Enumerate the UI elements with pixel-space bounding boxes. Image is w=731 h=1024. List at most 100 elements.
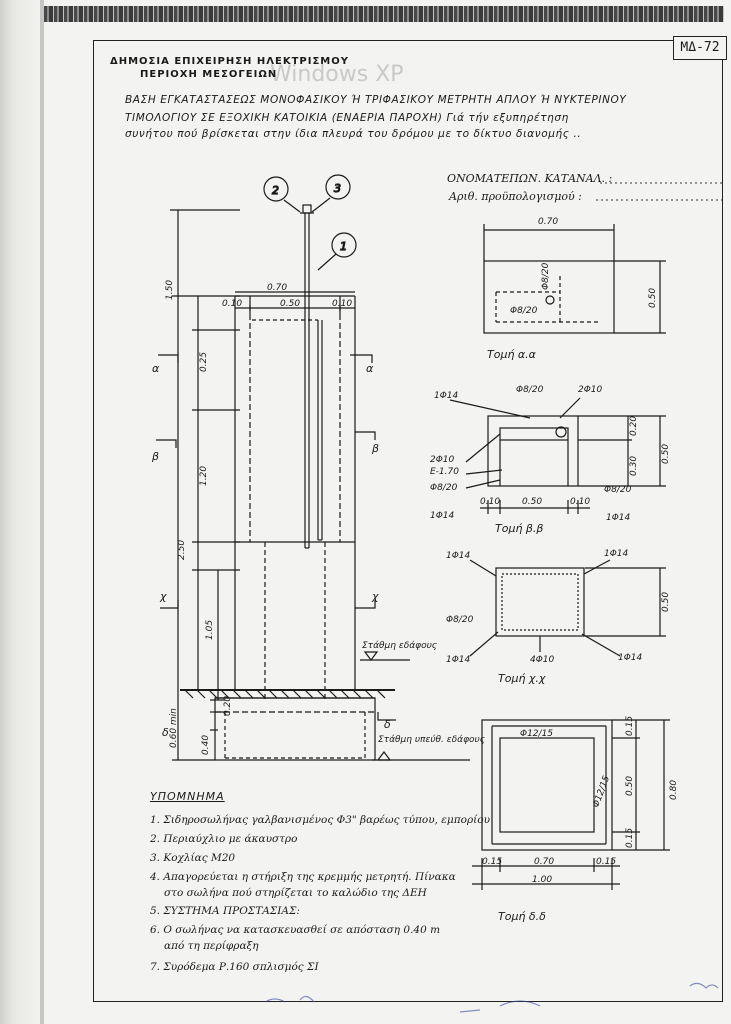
dim-1-50: 1.50: [165, 280, 175, 300]
legend-item-3: 3. Κοχλίας Μ20: [150, 852, 236, 864]
floor-level-label: Στάθμη υπεύθ. εδάφους: [378, 735, 485, 745]
budget-number-label: Αριθ. προϋπολογισμού :: [449, 190, 582, 203]
section-bb-dim-mid: 0.50: [522, 497, 542, 507]
title-line-1: ΒΑΣΗ ΕΓΚΑΤΑΣΤΑΣΕΩΣ ΜΟΝΟΦΑΣΙΚΟΥ Ή ΤΡΙΦΑΣΙ…: [125, 94, 627, 106]
section-xx-rebar-4f10: 4Φ10: [530, 655, 555, 665]
legend-item-4: 4. Απαγορεύεται η στήριξη της κρεμμής με…: [150, 871, 456, 883]
section-xx-rebar-mid: Φ8/20: [446, 615, 474, 625]
section-bb-rebar-top: Φ8/20: [516, 385, 544, 395]
dim-2-50: 2.50: [177, 540, 187, 560]
section-bb-rebar-f820-right: Φ8/20: [604, 485, 632, 495]
dim-0-50: 0.50: [280, 299, 300, 309]
title-line-2: ΤΙΜΟΛΟΓΙΟΥ ΣΕ ΕΞΟΧΙΚΗ ΚΑΤΟΙΚΙΑ (ΕΝΑΕΡΙΑ …: [125, 112, 569, 124]
callout-3: 3: [311, 174, 351, 213]
legend-item-1: 1. Σιδηροσωλήνας γαλβανισμένος Φ3" βαρέω…: [150, 814, 490, 826]
scan-left-edge: [0, 0, 44, 1024]
section-bb-dim-bottom: 0.30: [629, 456, 639, 476]
dim-1-20: 1.20: [199, 466, 209, 486]
section-mark-a-left: α: [152, 362, 160, 375]
section-xx: [469, 559, 666, 657]
section-mark-d-right: δ: [384, 718, 391, 731]
legend-item-6: 6. Ο σωλήνας να κατασκευασθεί σε απόστασ…: [150, 924, 441, 936]
section-bb: [449, 397, 666, 514]
legend-item-5: 5. ΣΥΣΤΗΜΑ ΠΡΟΣΤΑΣΙΑΣ:: [150, 905, 300, 917]
dim-0-20: 0.20: [223, 696, 233, 716]
dim-0-25: 0.25: [199, 352, 209, 372]
dim-0-10b: 0.10: [332, 299, 352, 309]
legend-item-4-cont: στο σωλήνα πού στηρίζεται το καλώδιο της…: [164, 887, 427, 899]
bleedthrough-text: Windows XP: [270, 62, 404, 87]
section-bb-rebar-1f14: 1Φ14: [434, 391, 459, 401]
dim-0-10a: 0.10: [222, 299, 242, 309]
section-bb-title: Τομή β.β: [495, 522, 543, 535]
section-dd-dim-top: 0.15: [625, 716, 635, 736]
callout-2: 2: [263, 176, 301, 213]
scan-top-band: [44, 6, 724, 22]
section-bb-dim-right: 0.10: [570, 497, 590, 507]
legend-item-2: 2. Περιαύχλιο με άκαυστρο: [150, 833, 298, 845]
section-aa-rebar-2: Φ8/20: [510, 306, 538, 316]
section-xx-rebar-br: 1Φ14: [618, 653, 643, 663]
company-name: ΔΗΜΟΣΙΑ ΕΠΙΧΕΙΡΗΣΗ ΗΛΕΚΤΡΙΣΜΟΥ: [110, 56, 349, 67]
section-bb-rebar-f820-left: Φ8/20: [430, 483, 458, 493]
section-dd-dim-mid: 0.70: [534, 857, 554, 867]
section-dd-dim-mid-v: 0.50: [625, 776, 635, 796]
callout-3-label: 3: [334, 182, 341, 195]
dim-0-70: 0.70: [267, 283, 287, 293]
section-bb-dim-left: 0.10: [480, 497, 500, 507]
section-aa-title: Τομή α.α: [487, 348, 537, 361]
section-dd-dim-r: 0.15: [596, 857, 616, 867]
scan-edge-strip: [40, 0, 44, 1024]
section-mark-b-left: β: [151, 450, 159, 463]
section-bb-rebar-2f10-top: 2Φ10: [578, 385, 603, 395]
callout-1-label: 1: [340, 240, 347, 253]
section-xx-title: Τομή χ.χ: [498, 672, 546, 685]
section-mark-x-left: χ: [159, 590, 167, 603]
section-dd-title: Τομή δ.δ: [498, 910, 546, 923]
section-xx-rebar-tr: 1Φ14: [604, 549, 629, 559]
section-aa: [483, 224, 666, 334]
section-aa-rebar-1: Φ8/20: [541, 262, 551, 290]
section-xx-rebar-tl: 1Φ14: [446, 551, 471, 561]
section-bb-rebar-e170: Ε-1.70: [430, 467, 459, 477]
region-name: ΠΕΡΙΟΧΗ ΜΕΣΟΓΕΙΩΝ: [140, 69, 278, 80]
dim-0-60-min: 0.60 min: [169, 708, 179, 748]
legend-item-6-cont: από τη περίφραξη: [164, 940, 259, 952]
section-mark-x-right: χ: [371, 590, 379, 603]
section-bb-dim-top: 0.20: [629, 416, 639, 436]
section-xx-dim: 0.50: [661, 592, 671, 612]
dim-0-40: 0.40: [201, 735, 211, 755]
legend: ΥΠΟΜΝΗΜΑ: [148, 790, 225, 803]
section-aa-width: 0.70: [538, 217, 558, 227]
callout-1: 1: [317, 232, 357, 271]
section-dd-dim-bottom: 0.15: [625, 828, 635, 848]
section-dd-dim-l: 0.15: [482, 857, 502, 867]
ground-level-label: Στάθμη εδάφους: [362, 641, 437, 651]
section-bb-dim-total: 0.50: [661, 444, 671, 464]
section-dd: [472, 719, 670, 890]
section-mark-a-right: α: [366, 362, 374, 375]
section-dd-rebar-top: Φ12/15: [520, 729, 553, 739]
dim-1-05: 1.05: [205, 620, 215, 640]
legend-heading: ΥΠΟΜΝΗΜΑ: [150, 790, 225, 803]
callout-2-label: 2: [272, 184, 279, 197]
title-line-3: συνήτου πού βρίσκεται στην ίδια πλευρά τ…: [125, 128, 582, 140]
section-mark-b-right: β: [371, 442, 379, 455]
section-dd-dim-total: 1.00: [532, 875, 552, 885]
sheet-code: ΜΔ-72: [673, 36, 727, 60]
section-aa-height: 0.50: [648, 288, 658, 308]
section-xx-rebar-bl: 1Φ14: [446, 655, 471, 665]
section-bb-rebar-1f14-bl: 1Φ14: [430, 511, 455, 521]
section-bb-rebar-2f10: 2Φ10: [430, 455, 455, 465]
legend-item-7: 7. Συρόδεμα Ρ.160 σπλισμός ΣΙ: [150, 961, 319, 973]
drawing-frame: [93, 40, 723, 1002]
section-bb-rebar-1f14-br: 1Φ14: [606, 513, 631, 523]
consumer-name-label: ΟΝΟΜΑΤΕΠΩΝ. ΚΑΤΑΝΑΛ. :: [447, 172, 613, 185]
